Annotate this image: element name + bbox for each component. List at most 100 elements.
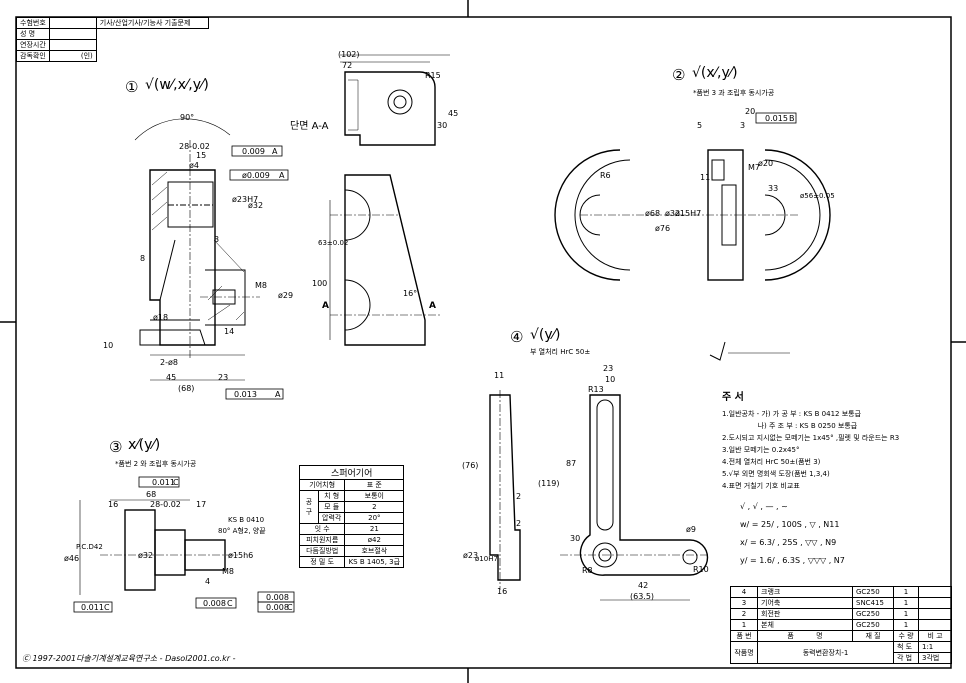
scale-value: 1:1 [918,641,952,653]
v4-dim-2a: 2 [516,492,522,501]
roughness-legend-row: y/ = 1.6/ , 6.3S , ▽▽▽ , N7 [740,556,845,565]
v2-dim-15h7: ø15H7 [675,209,702,218]
bom-material: GC250 [852,586,894,598]
v3-datum-c-4: C [287,603,293,612]
spur-row-val: 보통이 [344,490,405,502]
bom-header-no: 품 번 [730,630,758,642]
v3-dim-28: 28-0.02 [150,500,181,509]
v4-dim-30: 30 [570,534,581,543]
v4-dim-2b: 2 [516,519,522,528]
spur-row-key: 모 듈 [317,501,346,513]
view3-note: *품번 2 와 조립후 동시가공 [115,460,197,468]
v2-dim-m7: M7 [748,163,760,172]
bom-name: 기어축 [757,597,853,609]
spur-row-key: 압력각 [317,512,346,524]
v4-dim-r10: R10 [693,565,709,574]
v3-datum-c-2: C [104,603,110,612]
view4-crank [489,390,710,601]
spur-row-key: 정 밀 도 [298,556,346,568]
dim-45b: 45 [448,109,459,118]
dim-102: (102) [338,50,360,59]
note-line: 5.√부 외면 명회색 도장(품번 1,3,4) [722,470,830,478]
dim-par-0009: ø0.009 [242,171,270,180]
bom-note [918,608,952,620]
v2-dim-32: ø32 [665,209,681,218]
v3-datum-c-1: C [173,478,179,487]
dim-10: 10 [103,341,114,350]
title-label: 작품명 [730,641,758,664]
v3-dim-0008a: 0.008 [203,599,226,608]
v2-dim-20b: ø20 [758,159,774,168]
supervisor-label: 감독확인 [16,50,50,62]
spur-row-key: 치 형 [317,490,346,502]
v4-dim-10h7: ø10H7 [475,555,498,563]
v3-center-hole-ks: KS B 0410 [228,516,265,524]
v2-dim-56: ø56±0.05 [800,192,835,200]
supervisor-value: (인) [48,50,97,62]
v2-dim-33: 33 [768,184,779,193]
view1-body [134,118,289,400]
v3-dim-0011: 0.011 [152,478,175,487]
v4-dim-r13: R13 [588,385,604,394]
exam-info-table: 수험번호 기사/산업기사/기능사 기출문제 성 명 연장시간 감독확인 (인) [16,17,209,62]
v3-dim-0008b: 0.008 [266,593,289,602]
spur-row-val: 호브절삭 [344,545,405,557]
spur-group-label: 공구 [299,490,319,524]
bom-note [918,597,952,609]
v4-dim-10: 10 [605,375,616,384]
bom-header-row: 품 번 품 명 재 질 수 량 비 고 [730,630,952,642]
cut-plane-right: A [429,301,436,311]
view2-marker: ② [672,66,686,84]
v2-dim-5: 5 [697,121,703,130]
v4-dim-23: ø23 [463,551,479,560]
bom-name: 본체 [757,619,853,631]
bom-qty: 1 [893,619,919,631]
dim-18: ø18 [153,313,169,322]
name-value [48,28,97,40]
bom-header-name: 품 명 [757,630,853,642]
bom-qty: 1 [893,608,919,620]
v4-dim-119: (119) [538,479,560,488]
v2-dim-76: ø76 [655,224,671,233]
view3-shaft [73,476,295,613]
v4-dim-9: ø9 [686,525,696,534]
datum-a-3: A [275,390,281,399]
v4-dim-23b: 23 [603,364,614,373]
exam-number-label: 수험번호 [16,17,50,29]
bom-no: 4 [730,586,758,598]
bom-name: 회전판 [757,608,853,620]
view1-marker: ① [125,78,139,96]
v3-dim-32: ø32 [138,551,154,560]
view1-side [329,174,440,346]
bom-no: 3 [730,597,758,609]
title-value: 동력변환장치-1 [757,641,894,664]
spur-row-val: 2 [344,501,405,513]
roughness-legend-row: w/ = 25/ , 100S , ▽ , N11 [740,520,840,529]
dim-m8: M8 [255,281,267,290]
bom-row: 1 본체 GC250 1 [730,619,952,631]
v2-dim-r6: R6 [600,171,611,180]
v4-dim-11: 11 [494,371,505,380]
v3-pcd: P.C.D42 [76,543,103,551]
bom-row: 4 크랭크 GC250 1 [730,586,952,598]
v4-dim-76: (76) [462,461,479,470]
spur-row-val: ø42 [344,534,405,546]
bom-material: GC250 [852,608,894,620]
v3-dim-0011b: 0.011 [81,603,104,612]
note-line: 2.도시되고 지시없는 모떼기는 1x45° ,필렛 및 라운드는 R3 [722,434,900,442]
v2-dim-20: 20 [745,107,756,116]
dim-15: 15 [196,151,207,160]
v3-dim-46: ø46 [64,554,80,563]
spur-row-key: 잇 수 [298,523,346,535]
spur-row-val: 20° [344,512,405,524]
bom-row: 2 회전판 GC250 1 [730,608,952,620]
v3-dim-15: ø15h6 [228,551,254,560]
dim-63: 63±0.02 [318,239,349,247]
bom-name: 크랭크 [757,586,853,598]
dim-32: ø32 [248,201,264,210]
spur-row-key: 피치원지름 [298,534,346,546]
scale-label: 척 도 [893,641,919,653]
spur-header-0: 기어치형 [298,479,346,491]
